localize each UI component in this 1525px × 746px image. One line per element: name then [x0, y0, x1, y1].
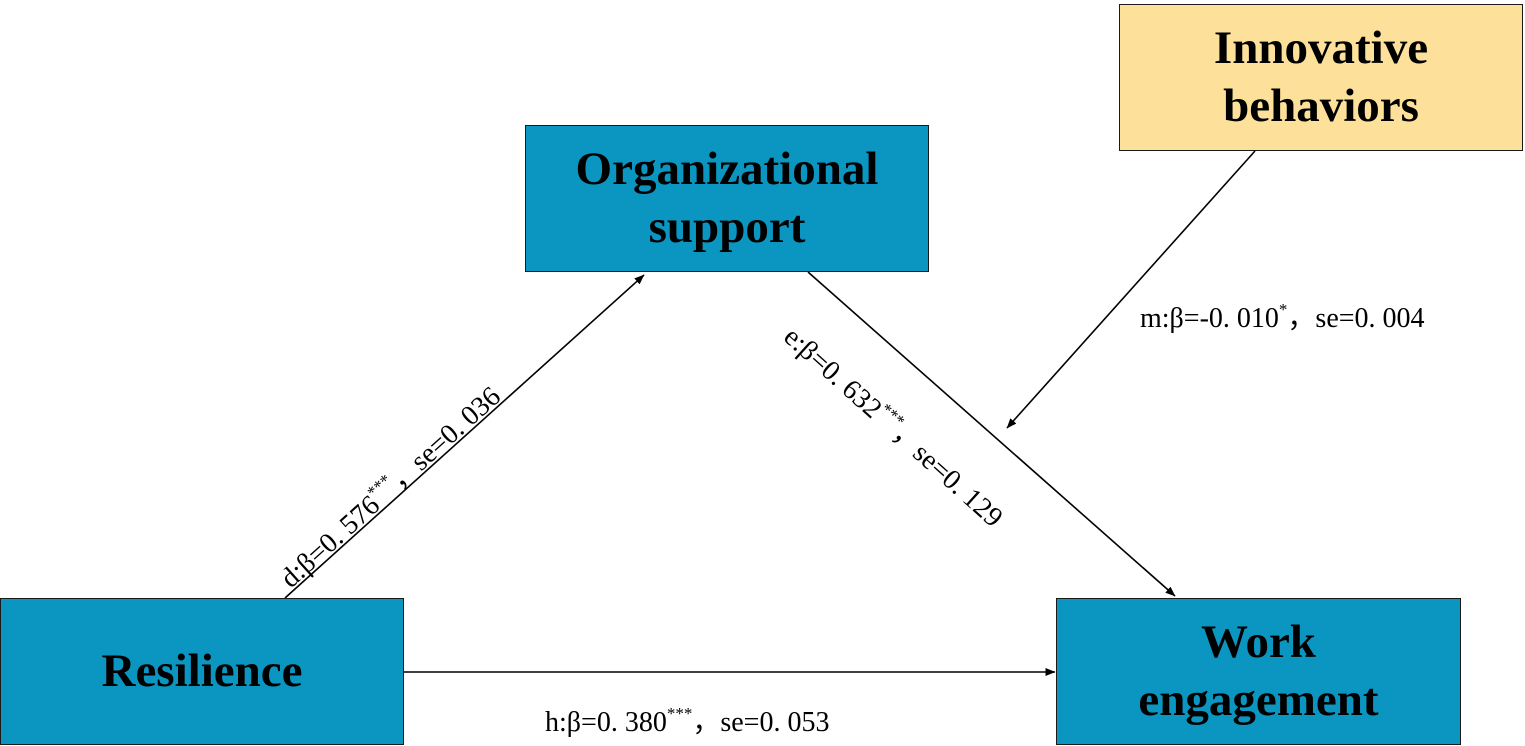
organizational-support-box: Organizational support: [525, 125, 929, 272]
path-m-label: m:β=-0. 010*，se=0. 004: [1140, 296, 1425, 336]
path-m-beta: m:β=-0. 010: [1140, 303, 1279, 334]
path-h-se: ，se=0. 053: [692, 707, 830, 738]
resilience-label: Resilience: [101, 644, 303, 697]
organizational-support-label-line1: Organizational: [575, 143, 879, 196]
path-m-significance: *: [1278, 300, 1288, 319]
work-engagement-label-line2: engagement: [1138, 673, 1379, 726]
innovative-behaviors-label-line1: Innovative: [1213, 22, 1429, 75]
organizational-support-label-line2: support: [648, 200, 806, 253]
path-m-se: ，se=0. 004: [1287, 303, 1425, 334]
arrow-m-moderator: [1006, 150, 1256, 429]
work-engagement-label-line1: Work: [1201, 616, 1316, 669]
arrow-e-support-to-engagement: [807, 271, 1176, 597]
arrow-d-resilience-to-support: [284, 274, 645, 599]
work-engagement-box: Work engagement: [1056, 598, 1461, 745]
innovative-behaviors-label-line2: behaviors: [1223, 79, 1419, 132]
innovative-behaviors-box: Innovative behaviors: [1119, 4, 1523, 151]
path-h-beta: h:β=0. 380: [545, 707, 667, 738]
resilience-box: Resilience: [0, 598, 404, 745]
path-h-significance: ***: [666, 704, 693, 723]
path-h-label: h:β=0. 380***，se=0. 053: [545, 700, 829, 740]
